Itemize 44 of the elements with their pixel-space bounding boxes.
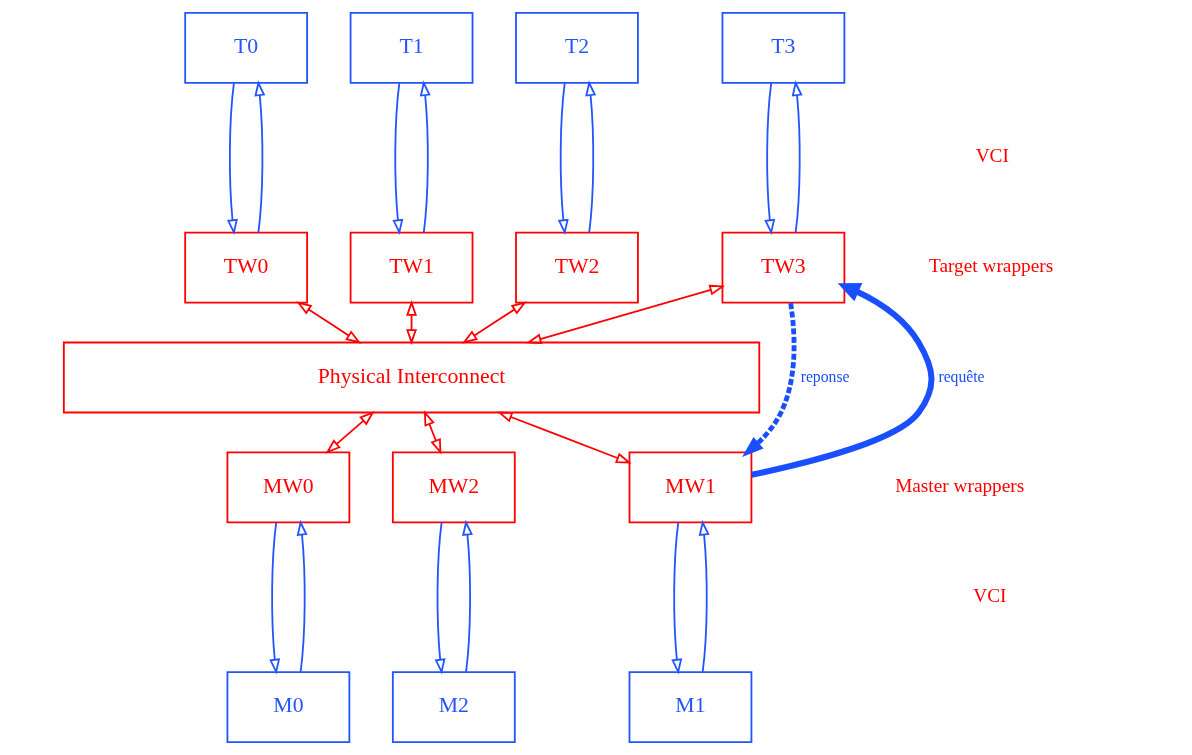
arrow xyxy=(461,301,527,344)
node-box: M0 xyxy=(226,671,350,744)
node-box: T0 xyxy=(183,11,308,84)
arrow xyxy=(391,82,403,236)
node-box: TW3 xyxy=(721,231,845,304)
arrow xyxy=(434,521,446,675)
arrow xyxy=(750,283,934,478)
node-box: MW1 xyxy=(628,451,752,524)
label: VCI xyxy=(975,145,1009,167)
node-box: Physical Interconnect xyxy=(62,341,760,414)
arrow xyxy=(496,411,632,464)
label: Target wrappers xyxy=(928,255,1053,277)
node-box: TW2 xyxy=(514,231,639,304)
label: Master wrappers xyxy=(894,474,1024,496)
arrow xyxy=(419,80,431,234)
arrow xyxy=(741,302,796,458)
arrow xyxy=(557,82,569,236)
arrow xyxy=(791,80,803,234)
node-box: T1 xyxy=(349,11,473,84)
node-box: M2 xyxy=(391,671,516,744)
arrow xyxy=(295,301,361,344)
arrow xyxy=(763,82,775,236)
node-box: TW1 xyxy=(349,231,473,304)
label: VCI xyxy=(972,584,1006,606)
node-box: TW0 xyxy=(183,231,308,304)
edge-label: reponse xyxy=(800,367,849,385)
node-box: MW2 xyxy=(391,451,516,524)
arrow xyxy=(584,80,596,234)
arrow xyxy=(226,82,238,236)
arrow xyxy=(268,521,280,675)
arrow xyxy=(461,519,473,673)
arrow xyxy=(525,284,725,345)
arrow xyxy=(253,80,265,234)
node-box: T3 xyxy=(721,11,845,84)
node-box: T2 xyxy=(514,11,639,84)
arrow xyxy=(698,519,710,673)
node-box: MW0 xyxy=(226,451,350,524)
arrow xyxy=(296,519,308,673)
arrow xyxy=(670,521,682,675)
arrow xyxy=(423,410,441,455)
node-box: M1 xyxy=(628,671,752,744)
arrow xyxy=(405,300,417,345)
arrow xyxy=(324,410,375,454)
edge-label: requête xyxy=(937,367,985,385)
